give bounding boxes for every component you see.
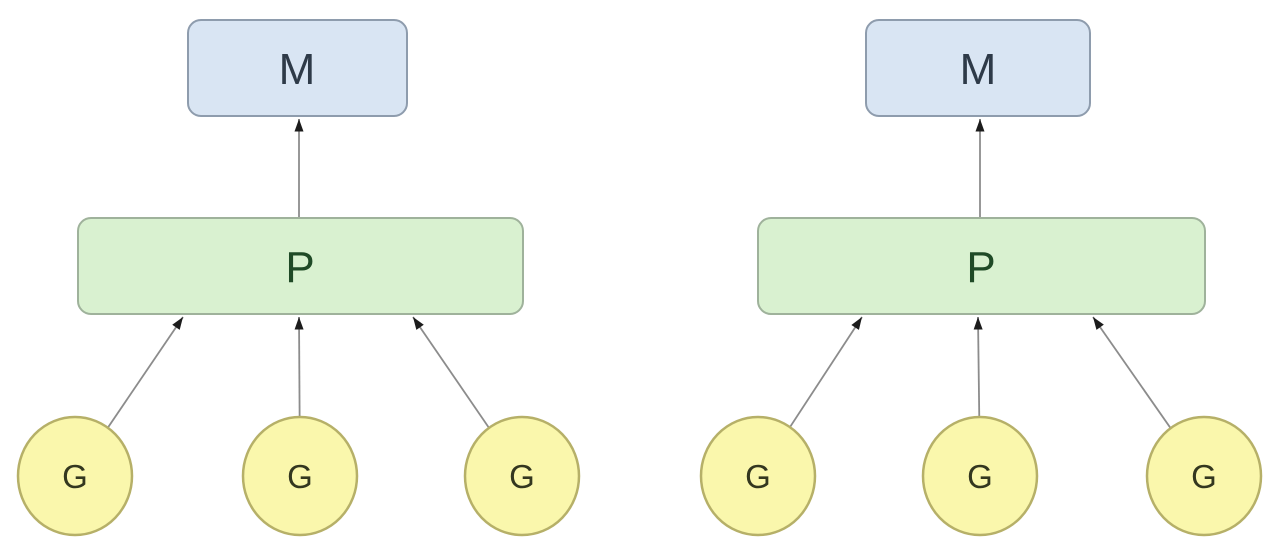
primary-node-right [757, 217, 1206, 315]
group-node-3-left [463, 415, 581, 537]
group-node-2-label-right: G [967, 458, 993, 495]
primary-node-left [77, 217, 524, 315]
group-node-2-label-left: G [287, 458, 313, 495]
group-node-3-label-left: G [509, 458, 535, 495]
right-tree: M P G G G [699, 19, 1263, 537]
group-node-1-left [16, 415, 134, 537]
primary-node-label-right: P [966, 243, 995, 292]
group-node-2-left [241, 415, 359, 537]
master-node-right [865, 19, 1091, 117]
group-node-1-label-right: G [745, 458, 771, 495]
primary-node-label-left: P [285, 243, 314, 292]
master-node-label-right: M [960, 45, 997, 94]
group-node-3-right [1145, 415, 1263, 537]
group-node-1-right [699, 415, 817, 537]
master-node-left [187, 19, 408, 117]
group-node-3-label-right: G [1191, 458, 1217, 495]
group-node-1-label-left: G [62, 458, 88, 495]
group-node-2-right [921, 415, 1039, 537]
master-node-label-left: M [279, 45, 316, 94]
left-tree: M P G G G [16, 19, 581, 537]
